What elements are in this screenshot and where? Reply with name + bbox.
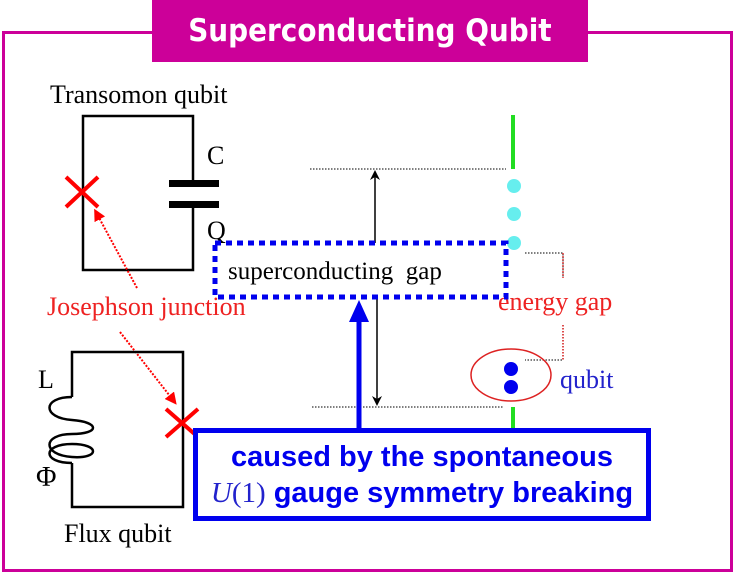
flux-qubit-label: Flux qubit — [64, 519, 172, 548]
cause-line-2: U(1) gauge symmetry breaking — [211, 475, 633, 511]
slide-title: Superconducting Qubit — [152, 0, 588, 62]
u1-letter: U — [210, 476, 232, 509]
transmon-circuit: Transomon qubit C Q — [50, 80, 228, 272]
flux-wire — [70, 350, 185, 509]
excited-state-dot — [507, 236, 521, 250]
transmon-label: Transomon qubit — [50, 80, 228, 109]
superconducting-gap-label: superconducting gap — [228, 258, 442, 285]
energy-gap-bracket-top — [525, 252, 564, 278]
capacitor-plate-top — [169, 180, 219, 187]
cause-arrow-head-icon — [349, 300, 369, 322]
energy-diagram: energy gap qubit — [310, 115, 614, 445]
cause-line-2-text: gauge symmetry breaking — [265, 476, 634, 509]
u1-argument: (1) — [231, 476, 266, 509]
qubit-state-dot — [504, 380, 518, 394]
josephson-junction-flux-icon — [164, 407, 200, 439]
cause-line-1: caused by the spontaneous — [231, 440, 613, 473]
slide-title-text: Superconducting Qubit — [188, 13, 552, 49]
flux-circuit: L Φ Flux qubit — [36, 350, 200, 548]
junction-arrow-up — [94, 208, 138, 289]
capacitor-plate-bottom — [169, 201, 219, 208]
qubit-state-dot — [504, 362, 518, 376]
flux-symbol-label: Φ — [36, 462, 56, 493]
excited-state-dot — [507, 207, 521, 221]
qubit-states-ellipse — [470, 348, 552, 402]
energy-gap-bracket-bottom — [525, 325, 564, 361]
qubit-label: qubit — [560, 365, 614, 394]
charge-label: Q — [207, 216, 226, 245]
cause-callout: caused by the spontaneous U(1) gauge sym… — [193, 428, 651, 521]
inductor-coil-icon — [48, 395, 94, 465]
junction-arrow-down — [119, 331, 177, 405]
u1-symbol: U(1) — [211, 477, 266, 509]
inductor-label: L — [38, 365, 54, 394]
excited-state-dot — [507, 179, 521, 193]
capacitor-label: C — [207, 141, 224, 170]
josephson-junction-label: Josephson junction — [47, 292, 246, 321]
energy-gap-label: energy gap — [498, 287, 612, 316]
superconducting-gap-box — [212, 240, 509, 300]
transmon-wire — [81, 114, 195, 272]
josephson-junction-icon — [64, 175, 100, 209]
